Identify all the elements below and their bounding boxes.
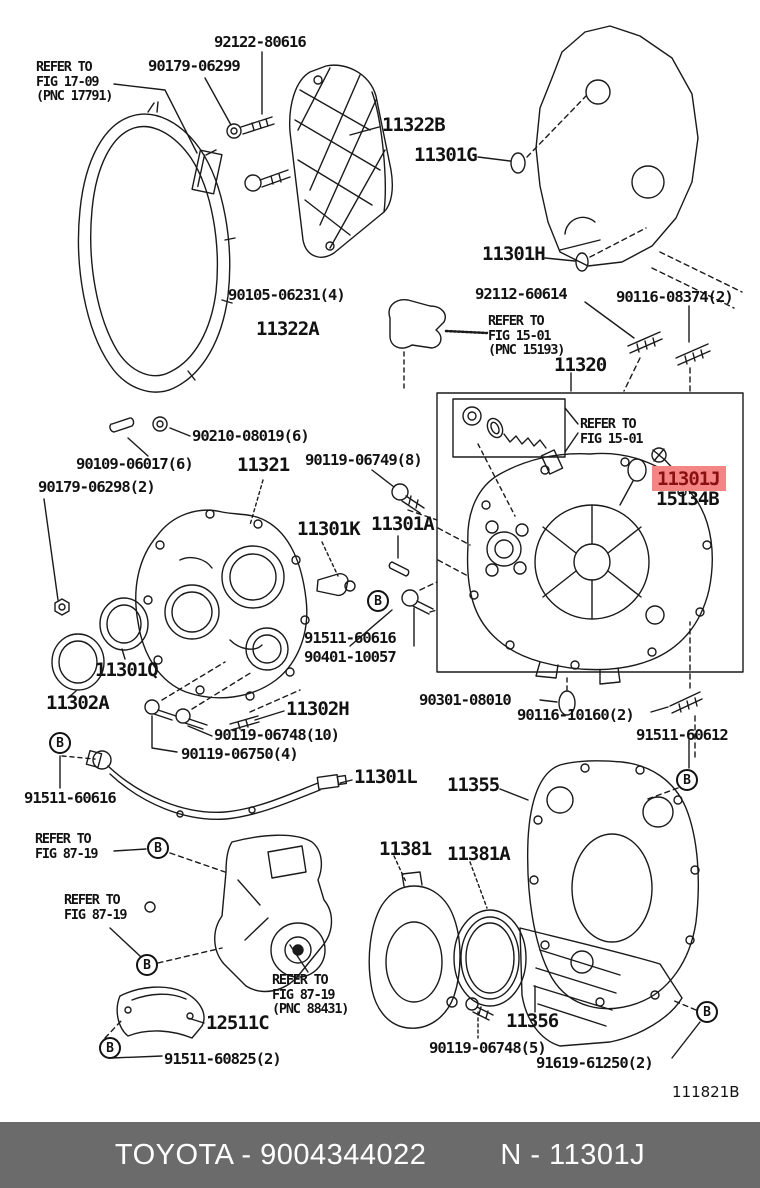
label-11322A: 11322A: [256, 318, 320, 340]
lower-bolts-drawing: [144, 661, 301, 753]
rear-end-plate-drawing: [499, 760, 700, 1010]
label-92122-80616: 92122-80616: [214, 33, 307, 51]
label-12511C: 12511C: [206, 1012, 270, 1034]
label-11302H: 11302H: [286, 698, 350, 720]
timing-gear-cover-drawing: [135, 479, 310, 701]
footer-part-code: N - 11301J: [500, 1138, 646, 1171]
engine-block-drawing: [349, 25, 743, 309]
bolt-06749-drawing: [371, 469, 438, 521]
label-11301L: 11301L: [354, 766, 418, 788]
label-11381: 11381: [379, 838, 432, 860]
flywheel-housing-box: [436, 392, 744, 673]
label-90179-06298-2: 90179-06298(2): [38, 478, 156, 496]
footer-catalog-code: TOYOTA - 9004344022: [114, 1138, 427, 1171]
label-11301J-highlight[interactable]: 11301J: [652, 466, 726, 491]
label-90119-06750-4: 90119-06750(4): [181, 745, 299, 763]
stud-bolts-drawing: [584, 301, 711, 392]
b-marker: B: [696, 1001, 718, 1023]
label-91511-60616-left: 91511-60616: [24, 789, 117, 807]
label-92112-60614: 92112-60614: [475, 285, 568, 303]
flywheel-housing-drawing: [437, 452, 713, 685]
label-90116-10160-2: 90116-10160(2): [517, 706, 635, 724]
label-11301A: 11301A: [371, 513, 435, 535]
label-11301G: 11301G: [414, 144, 478, 166]
label-11356: 11356: [506, 1010, 559, 1032]
label-layer: 92122-80616 90179-06299 REFER TO FIG 17-09…: [24, 33, 740, 1101]
label-90119-06748-10: 90119-06748(10): [214, 726, 340, 744]
diagram-line-art: [43, 25, 744, 1059]
bottom-bolts-drawing: [446, 996, 494, 1039]
label-91511-60616-mid: 91511-60616: [304, 629, 397, 647]
b-marker: B: [367, 590, 389, 612]
refer-fig-87-19-a: REFER TO FIG 87-19: [35, 831, 99, 862]
label-91511-60825-2: 91511-60825(2): [164, 1050, 282, 1068]
pnc-15193-gasket-drawing: [388, 299, 572, 392]
label-11321: 11321: [237, 454, 290, 476]
label-90109-06017-6: 90109-06017(6): [76, 455, 194, 473]
sensor-and-stud-drawing: [316, 535, 438, 647]
label-91619-61250-2: 91619-61250(2): [536, 1054, 654, 1072]
footer-bar: TOYOTA - 9004344022 N - 11301J: [0, 1122, 760, 1188]
label-90119-06748-5: 90119-06748(5): [429, 1039, 547, 1057]
label-11301Q: 11301Q: [95, 659, 159, 681]
label-11355: 11355: [447, 774, 500, 796]
label-11320: 11320: [554, 354, 607, 376]
label-15134B: 15134B: [656, 488, 720, 510]
label-90301-08010: 90301-08010: [419, 691, 512, 709]
top-bolts-drawing: [113, 51, 291, 192]
label-90401-10057: 90401-10057: [304, 648, 397, 666]
crank-sensor-cable-drawing: [59, 749, 353, 821]
left-fasteners-drawing: [43, 416, 191, 616]
label-90105-06231-4: 90105-06231(4): [228, 286, 346, 304]
b-marker: B: [676, 769, 698, 791]
label-111821B: 111821B: [672, 1083, 740, 1101]
label-90116-08374-2: 90116-08374(2): [616, 288, 734, 306]
refer-fig-87-19-c: REFER TO FIG 87-19 (PNC 88431): [272, 972, 349, 1017]
label-90119-06749-8: 90119-06749(8): [305, 451, 423, 469]
label-11301H: 11301H: [482, 243, 546, 265]
label-11322B: 11322B: [382, 114, 446, 136]
seal-retainer-drawing: [368, 855, 527, 1029]
refer-fig-17-09: REFER TO FIG 17-09 (PNC 17791): [36, 59, 113, 104]
label-11302A: 11302A: [46, 692, 110, 714]
timing-cover-plate-drawing: [288, 64, 393, 258]
tensioner-bracket-drawing: [104, 834, 333, 1059]
refer-fig-87-19-b: REFER TO FIG 87-19: [64, 892, 128, 923]
belt-cover-drawing: [77, 101, 236, 393]
refer-fig-15-01-pnc: REFER TO FIG 15-01 (PNC 15193): [488, 313, 565, 358]
label-90179-06299: 90179-06299: [148, 57, 241, 75]
label-91511-60612: 91511-60612: [636, 726, 729, 744]
label-90210-08019-6: 90210-08019(6): [192, 427, 310, 445]
b-marker: B: [147, 837, 169, 859]
label-11381A: 11381A: [447, 843, 511, 865]
b-marker: B: [49, 732, 71, 754]
label-11301K: 11301K: [297, 518, 361, 540]
oil-seals-drawing: [51, 597, 149, 699]
b-marker: B: [99, 1037, 121, 1059]
refer-fig-15-01-box: REFER TO FIG 15-01: [580, 416, 644, 447]
b-marker: B: [136, 954, 158, 976]
dust-cover-drawing: [519, 927, 701, 1059]
oring-and-stud-drawing: [539, 621, 703, 801]
